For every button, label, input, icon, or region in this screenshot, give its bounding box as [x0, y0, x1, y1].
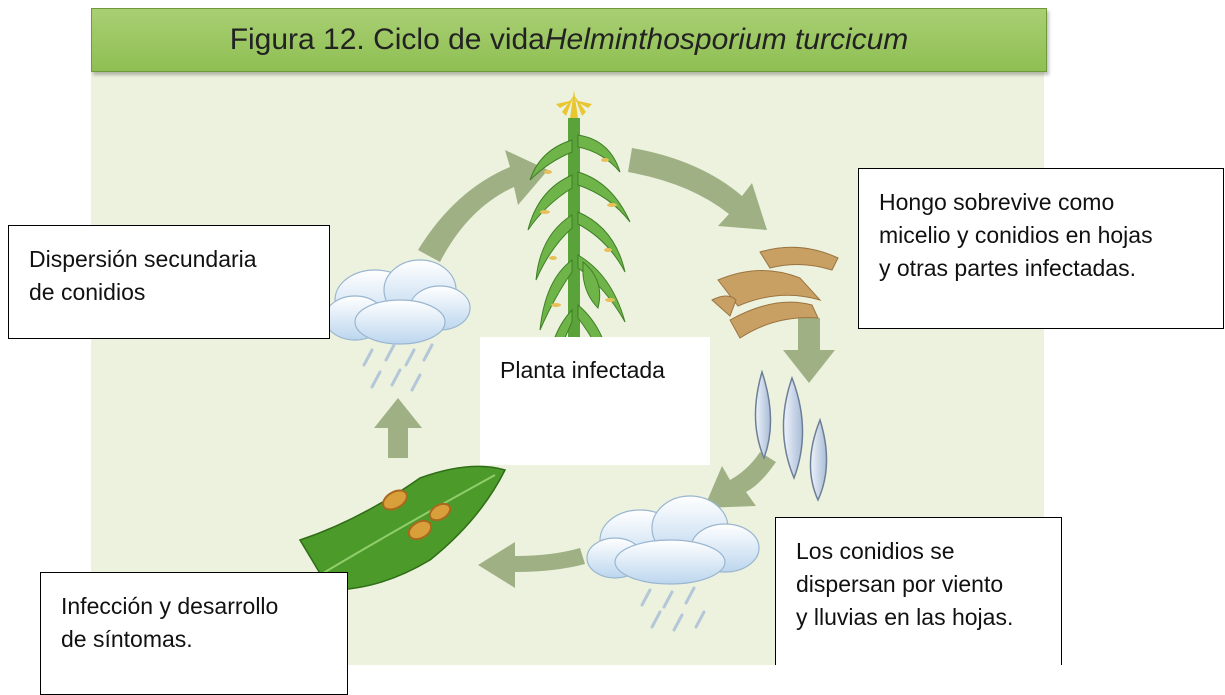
figure-title: Figura 12. Ciclo de vida Helminthosporiu… — [91, 8, 1047, 72]
rain-cloud-icon — [324, 259, 471, 392]
cycle-arrow-top-right — [628, 148, 767, 230]
cycle-arrow-lower-right — [704, 452, 776, 508]
cycle-arrow-right-down — [783, 318, 835, 383]
stage-label-conidia-dispersal: Los conidios se dispersan por viento y l… — [775, 517, 1062, 665]
figure-title-species: Helminthosporium turcicum — [544, 23, 909, 56]
crop-debris-icon — [711, 246, 839, 339]
figure-title-prefix: Figura 12. Ciclo de vida — [229, 23, 545, 56]
life-cycle-illustration — [298, 90, 839, 632]
cycle-arrow-bottom — [478, 542, 585, 588]
conidia-spores-icon — [754, 369, 828, 502]
cycle-arrow-top-left — [418, 150, 548, 262]
stage-label-fungus-survival: Hongo sobrevive como micelio y conidios … — [858, 168, 1224, 329]
rain-cloud-icon — [586, 495, 760, 632]
stage-label-infected-plant: Planta infectada — [480, 337, 710, 465]
infected-leaf-icon — [298, 465, 507, 591]
cycle-arrow-left-up — [374, 398, 422, 458]
stage-label-infection-symptoms: Infección y desarrollo de síntomas. — [40, 572, 348, 695]
stage-label-secondary-dispersion: Dispersión secundaria de conidios — [8, 225, 330, 339]
